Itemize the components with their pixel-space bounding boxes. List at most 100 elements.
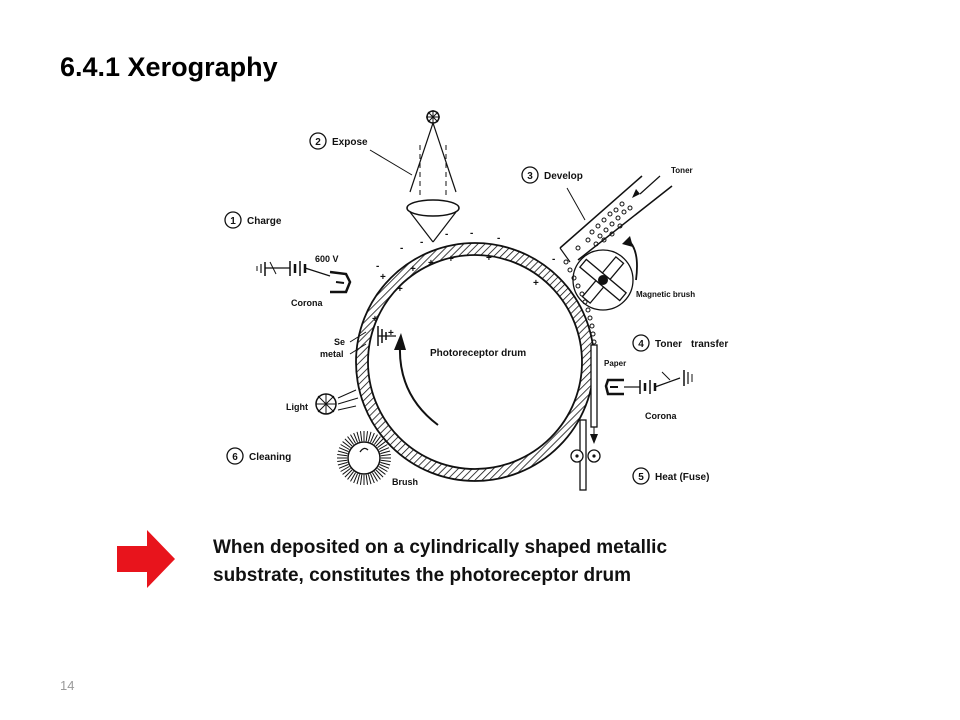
toner-top-label: Toner [671, 166, 693, 175]
svg-text:+: + [533, 278, 539, 289]
svg-text:-: - [552, 254, 555, 265]
paper-label: Paper [604, 359, 626, 368]
rotation-arrow-icon [394, 333, 439, 426]
brush-bristle [378, 444, 388, 450]
svg-text:6: 6 [232, 452, 238, 463]
svg-text:Toner: Toner [655, 339, 682, 350]
magnetic-brush-label: Magnetic brush [636, 290, 695, 299]
se-label: Se [334, 337, 345, 347]
corona-right-label: Corona [645, 411, 677, 421]
svg-text:Heat (Fuse): Heat (Fuse) [655, 472, 709, 483]
caption-text: When deposited on a cylindrically shaped… [213, 534, 853, 590]
step-heat-fuse: 5 Heat (Fuse) [632, 467, 709, 485]
svg-text:-: - [497, 233, 500, 244]
brush-bristle [373, 436, 381, 445]
brush-bristle [375, 469, 384, 478]
photoreceptor-drum [355, 242, 595, 482]
brush-bristle [365, 431, 369, 442]
light-label: Light [286, 402, 308, 412]
step-expose: 2 Expose [309, 132, 413, 176]
brush-bristle [372, 472, 378, 482]
brush-bristle [337, 450, 348, 455]
step-develop: 3 Develop [521, 166, 586, 221]
fuser-rollers-icon [570, 449, 601, 463]
brush-bristle [340, 466, 350, 472]
svg-text:2: 2 [315, 137, 321, 148]
svg-text:-: - [420, 237, 423, 248]
svg-text:-: - [400, 243, 403, 254]
svg-text:1: 1 [230, 216, 236, 227]
brush-bristle [359, 474, 363, 485]
brush-bristle [353, 432, 358, 443]
svg-text:+: + [372, 314, 378, 325]
svg-text:-: - [470, 228, 473, 239]
step-toner-transfer: 4 Toner transfer [632, 334, 728, 352]
caption-line-1: When deposited on a cylindrically shaped… [213, 537, 668, 558]
brush-bristle [344, 438, 353, 447]
voltage-label: 600 V [315, 254, 339, 264]
brush-bristle [380, 459, 391, 463]
svg-text:-: - [445, 229, 448, 240]
developer-beads [563, 259, 597, 345]
brush-bristle [342, 467, 351, 475]
charge-corona-icon [256, 261, 352, 294]
brush-bristle [380, 450, 391, 455]
brush-bristle [367, 474, 372, 485]
cleaning-brush-icon [337, 431, 391, 485]
step-charge: 1 Charge [224, 211, 282, 229]
drum-label: Photoreceptor drum [430, 348, 526, 359]
brush-bristle [356, 474, 361, 485]
svg-text:4: 4 [638, 339, 644, 350]
svg-text:Cleaning: Cleaning [249, 452, 291, 463]
toner-particles [575, 201, 633, 251]
step-cleaning: 6 Cleaning [226, 447, 291, 465]
svg-text:+: + [486, 253, 492, 264]
brush-bristle [359, 431, 363, 442]
brush-bristle [367, 431, 372, 442]
svg-text:Expose: Expose [332, 137, 368, 148]
caption-line-2: substrate, constitutes the photoreceptor… [213, 565, 632, 586]
svg-text:Develop: Develop [544, 171, 583, 182]
brush-bristle [337, 453, 348, 457]
brush-bristle [378, 466, 388, 472]
metal-label: metal [320, 349, 344, 359]
svg-text:Charge: Charge [247, 216, 282, 227]
svg-text:+: + [410, 264, 416, 275]
brush-bristle [350, 434, 356, 444]
brush-bristle [347, 471, 355, 480]
brush-bristle [344, 469, 353, 478]
slide-title: 6.4.1 Xerography [60, 52, 278, 82]
svg-text:+: + [388, 328, 394, 339]
svg-text:+: + [448, 254, 454, 265]
lens-icon [406, 199, 460, 217]
svg-text:5: 5 [638, 472, 644, 483]
toner-hopper-icon [559, 175, 673, 263]
brush-bristle [347, 436, 355, 445]
ground-icon [349, 326, 396, 355]
page-number: 14 [60, 678, 75, 693]
brush-bristle [370, 473, 375, 484]
svg-text:-: - [376, 261, 379, 272]
brush-bristle [379, 447, 390, 452]
brush-bristle [338, 447, 349, 452]
svg-text:+: + [380, 272, 386, 283]
svg-text:3: 3 [527, 171, 533, 182]
light-icon [315, 389, 359, 415]
brush-bristle [365, 474, 369, 485]
brush-bristle [353, 473, 358, 484]
brush-bristle [342, 441, 351, 449]
svg-text:+: + [397, 284, 403, 295]
svg-text:transfer: transfer [691, 339, 728, 350]
brush-bristle [380, 461, 391, 466]
brush-bristle [375, 438, 384, 447]
red-arrow-icon [117, 530, 175, 588]
corona-left-label: Corona [291, 298, 323, 308]
brush-bristle [337, 459, 348, 463]
brush-label: Brush [392, 477, 418, 487]
expose-lamp-icon [406, 110, 460, 243]
brush-bristle [380, 453, 391, 457]
brush-bristle [377, 441, 386, 449]
brush-bristle [340, 444, 350, 450]
brush-bristle [373, 471, 381, 480]
